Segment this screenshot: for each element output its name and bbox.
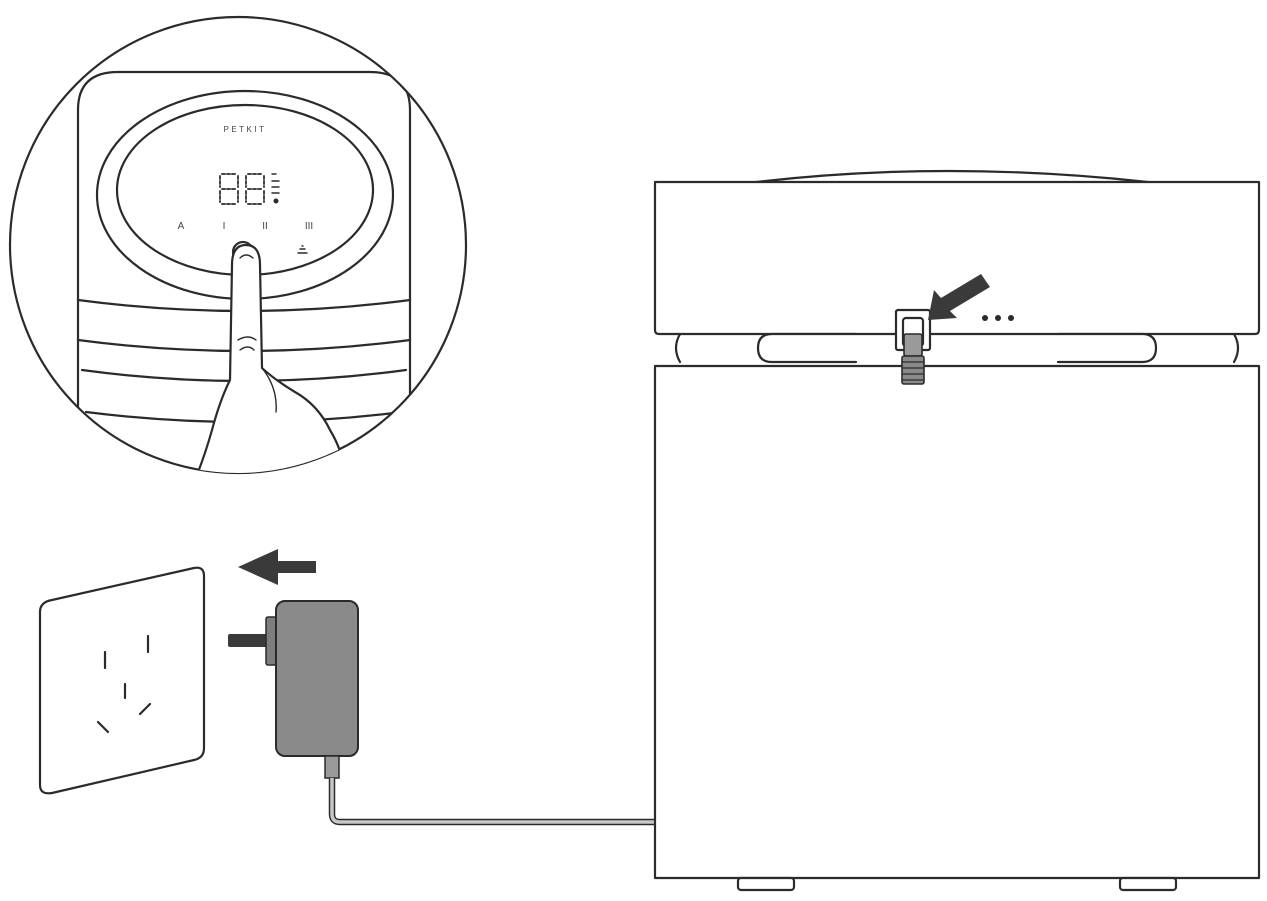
adapter-prong — [228, 634, 268, 647]
socket-holes — [96, 634, 152, 734]
display-dot — [273, 198, 279, 204]
adapter-body — [275, 600, 359, 757]
device-foot-left — [736, 876, 796, 892]
dc-connector-plug — [901, 333, 925, 385]
mode-label-3: III — [305, 221, 313, 232]
device-handle-left — [756, 332, 858, 364]
zoom-inset: PETKIT 88 A I II III — [8, 15, 468, 475]
display-indicators — [271, 173, 280, 194]
device-upper-lid — [653, 180, 1261, 336]
device-top-dome — [738, 169, 1167, 186]
wall-socket — [38, 566, 206, 795]
device-handle-right — [1056, 332, 1158, 364]
finger-creases — [237, 336, 257, 351]
inset-device-body — [76, 70, 412, 472]
pressing-finger — [193, 243, 347, 473]
device-gap-right — [1232, 332, 1240, 364]
plug-in-arrow — [238, 549, 316, 585]
fountain-device — [653, 169, 1261, 892]
wifi-icon — [297, 245, 308, 254]
mode-label-2: II — [262, 221, 268, 232]
insert-connector-arrow — [928, 274, 990, 320]
adapter-cable-strain-relief — [324, 755, 340, 779]
display-digit-1 — [219, 173, 239, 205]
segment-display: 88 — [219, 173, 280, 205]
device-gap-left — [674, 332, 682, 364]
display-digit-2 — [245, 173, 265, 205]
finger-knuckle — [261, 367, 277, 413]
mode-label-1: I — [223, 221, 226, 232]
power-adapter — [228, 600, 359, 779]
mode-label-a: A — [178, 221, 185, 232]
ellipsis-dots — [982, 315, 1014, 321]
device-lower-body — [653, 364, 1261, 880]
brand-logo-text: PETKIT — [223, 125, 266, 134]
fingernail — [239, 254, 254, 259]
device-foot-right — [1118, 876, 1178, 892]
